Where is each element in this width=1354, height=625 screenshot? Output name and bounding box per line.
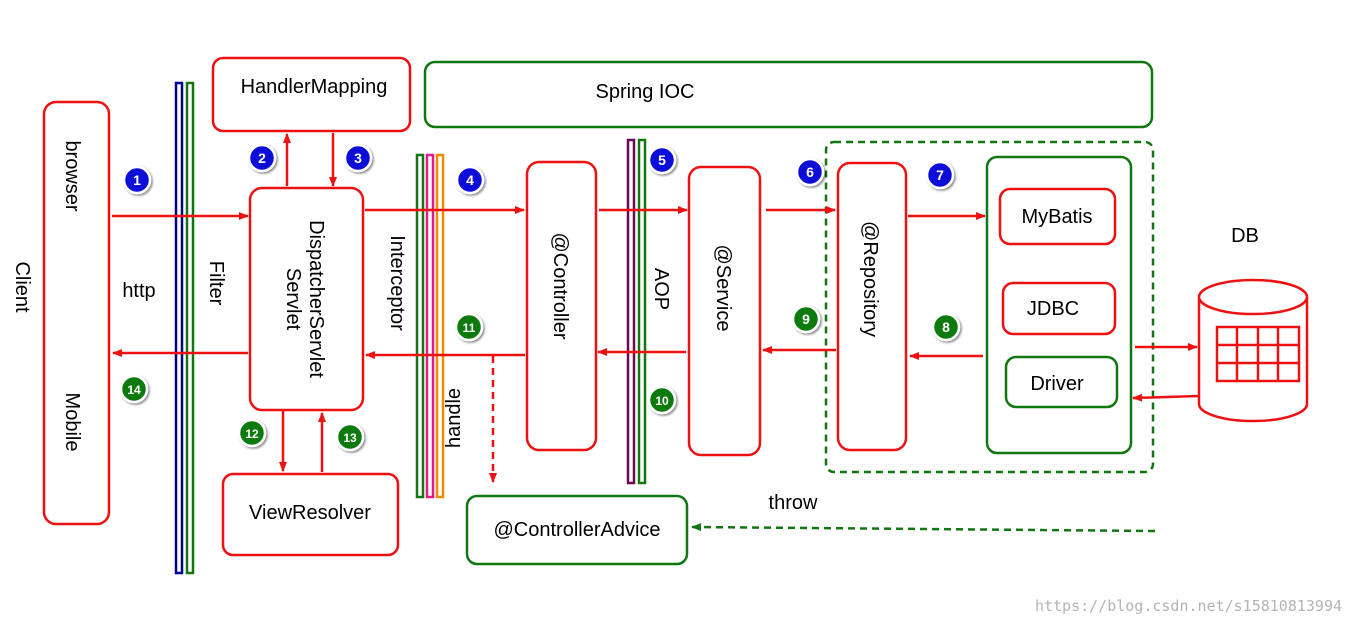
driver-label: Driver bbox=[1030, 373, 1084, 395]
step-badge-number: 1 bbox=[133, 172, 141, 188]
interceptor-label: Interceptor bbox=[386, 235, 408, 331]
step-badge-6: 6 bbox=[795, 157, 825, 187]
step-badge-number: 7 bbox=[936, 167, 944, 183]
handle-label: handle bbox=[443, 388, 465, 448]
step-badge-4: 4 bbox=[455, 165, 485, 195]
step-badge-10: 10 bbox=[647, 385, 677, 415]
client-box[interactable] bbox=[42, 100, 111, 526]
step-badge-number: 12 bbox=[245, 427, 259, 441]
step-badge-5: 5 bbox=[647, 145, 677, 175]
aop-label: AOP bbox=[650, 268, 672, 310]
watermark: https://blog.csdn.net/s15810813994 bbox=[1035, 597, 1342, 615]
filter-label: Filter bbox=[205, 261, 227, 306]
step-badge-number: 6 bbox=[806, 164, 814, 180]
step-badge-11: 11 bbox=[454, 312, 484, 342]
driver-box[interactable] bbox=[1004, 355, 1119, 409]
step-badge-14: 14 bbox=[119, 374, 149, 404]
mybatis-label: MyBatis bbox=[1021, 206, 1092, 228]
step-badge-12: 12 bbox=[237, 418, 267, 448]
step-badge-9: 9 bbox=[791, 304, 821, 334]
repository-box[interactable] bbox=[836, 161, 908, 452]
view-resolver-label: ViewResolver bbox=[249, 502, 371, 524]
mobile-label: Mobile bbox=[61, 393, 83, 452]
step-badge-7: 7 bbox=[925, 160, 955, 190]
step-badge-number: 10 bbox=[655, 394, 669, 408]
step-badge-number: 9 bbox=[802, 311, 810, 327]
step-badge-2: 2 bbox=[247, 143, 277, 173]
http-label: http bbox=[122, 280, 155, 302]
step-badge-number: 8 bbox=[942, 319, 950, 335]
handler-mapping-box[interactable] bbox=[211, 56, 412, 133]
repository-label: @Repository bbox=[859, 221, 881, 337]
controller-label: @Controller bbox=[549, 232, 571, 339]
jdbc-label: JDBC bbox=[1027, 298, 1079, 320]
step-badge-number: 5 bbox=[658, 152, 666, 168]
jdbc-box[interactable] bbox=[1001, 281, 1117, 336]
interceptor-bar-pink bbox=[425, 153, 435, 499]
db-label: DB bbox=[1231, 225, 1259, 247]
arrow-throw-dashed bbox=[691, 523, 1156, 533]
step-badge-number: 14 bbox=[127, 383, 141, 397]
filter-bar-navy bbox=[174, 81, 184, 575]
browser-label: browser bbox=[61, 140, 83, 211]
aop-bar-green bbox=[637, 138, 647, 485]
step-badge-number: 13 bbox=[343, 431, 357, 445]
service-label: @Service bbox=[712, 245, 734, 332]
dispatcher-servlet-box[interactable] bbox=[248, 186, 365, 412]
step-badge-8: 8 bbox=[931, 312, 961, 342]
step-badge-number: 3 bbox=[354, 150, 362, 166]
step-badge-3: 3 bbox=[343, 143, 373, 173]
flow-arrows bbox=[112, 133, 1200, 483]
handler-mapping-label: HandlerMapping bbox=[241, 76, 388, 98]
spring-ioc-label: Spring IOC bbox=[596, 81, 695, 103]
service-box[interactable] bbox=[687, 165, 762, 457]
mybatis-box[interactable] bbox=[998, 187, 1117, 246]
controller-advice-box[interactable] bbox=[465, 494, 689, 566]
arrow-db-to-group bbox=[1132, 393, 1200, 402]
step-badge-13: 13 bbox=[335, 422, 365, 452]
database-icon[interactable] bbox=[1197, 278, 1309, 423]
throw-label: throw bbox=[769, 492, 818, 514]
controller-box[interactable] bbox=[525, 160, 598, 452]
step-badge-number: 2 bbox=[258, 150, 266, 166]
client-label: Client bbox=[11, 261, 33, 313]
view-resolver-box[interactable] bbox=[221, 472, 400, 557]
interceptor-bar-orange bbox=[435, 153, 445, 499]
dispatcher-servlet-label: DispatcherServlet bbox=[305, 220, 327, 378]
aop-bar-purple bbox=[626, 138, 636, 485]
step-badge-number: 11 bbox=[463, 321, 476, 335]
persistence-group bbox=[824, 140, 1155, 474]
step-badge-1: 1 bbox=[122, 165, 152, 195]
interceptor-bar-green bbox=[415, 153, 425, 499]
spring-ioc-box[interactable] bbox=[423, 60, 1154, 129]
servlet-label: Servlet bbox=[282, 268, 304, 331]
step-badge-number: 4 bbox=[466, 172, 474, 188]
controller-advice-label: @ControllerAdvice bbox=[493, 519, 660, 541]
filter-bar-green bbox=[185, 81, 195, 575]
